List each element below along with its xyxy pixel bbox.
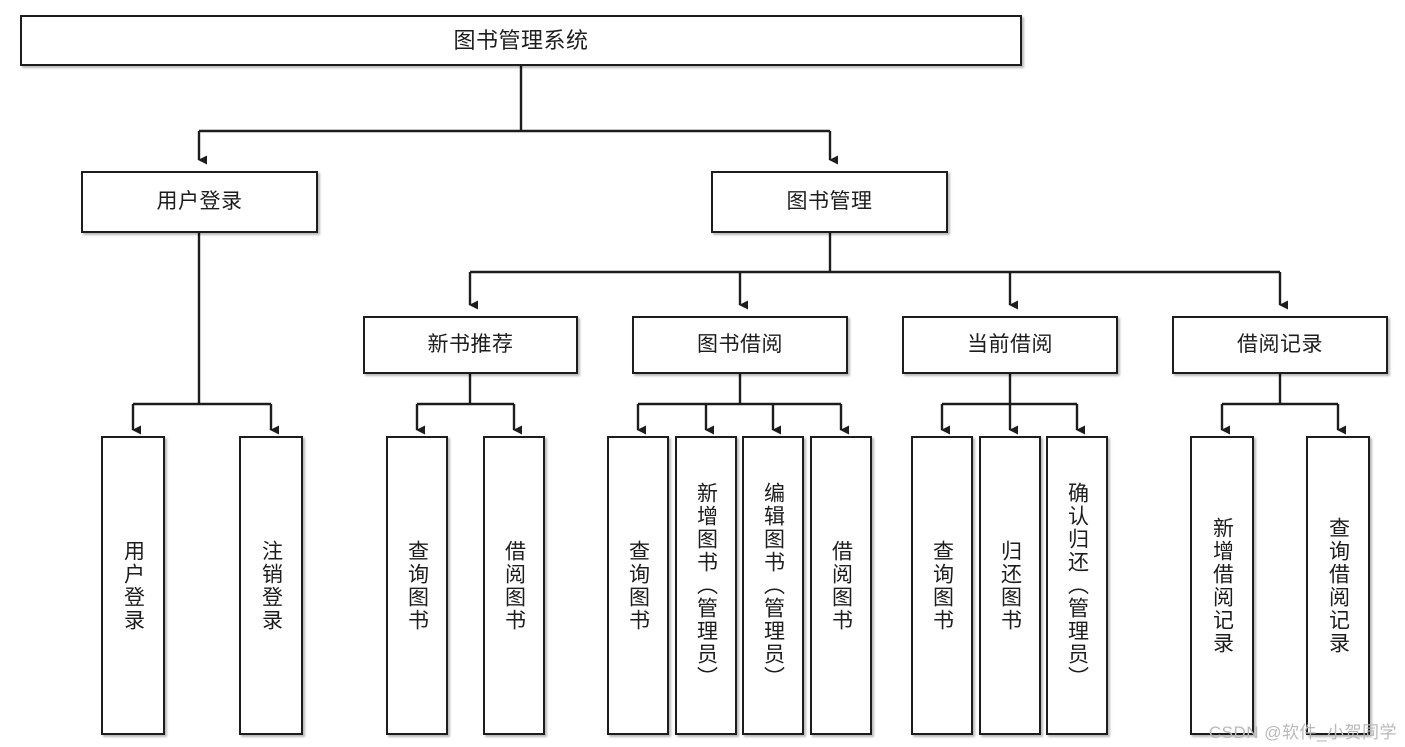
node-leaf-borrow-book-2[interactable]: 借阅图书 [810, 436, 872, 735]
node-label: 图书借阅 [697, 332, 783, 356]
node-leaf-borrow-book-1[interactable]: 借阅图书 [483, 436, 545, 735]
watermark: CSDN @软件_小贺同学 [1208, 723, 1397, 742]
node-label: 新增图书（管理员） [694, 482, 718, 689]
node-label: 用户登录 [156, 189, 243, 213]
node-leaf-add-record[interactable]: 新增借阅记录 [1190, 436, 1254, 735]
node-book-management-system[interactable]: 图书管理系统 [20, 15, 1022, 66]
node-leaf-user-login[interactable]: 用户登录 [101, 436, 165, 735]
node-leaf-edit-book[interactable]: 编辑图书（管理员） [742, 436, 804, 735]
node-leaf-query-record[interactable]: 查询借阅记录 [1306, 436, 1370, 735]
node-label: 借阅记录 [1237, 332, 1323, 356]
node-label: 注销登录 [259, 539, 283, 632]
node-book-borrow[interactable]: 图书借阅 [632, 316, 848, 374]
node-label: 新增借阅记录 [1210, 516, 1234, 655]
node-label: 借阅图书 [502, 539, 526, 632]
node-label: 借阅图书 [829, 539, 853, 632]
node-label: 归还图书 [998, 539, 1022, 632]
node-book-management[interactable]: 图书管理 [711, 171, 948, 233]
node-leaf-query-book-1[interactable]: 查询图书 [386, 436, 448, 735]
node-leaf-query-book-3[interactable]: 查询图书 [911, 436, 973, 735]
node-label: 编辑图书（管理员） [761, 482, 785, 689]
node-current-borrow[interactable]: 当前借阅 [902, 316, 1118, 374]
node-leaf-query-book-2[interactable]: 查询图书 [607, 436, 669, 735]
node-label: 当前借阅 [967, 332, 1053, 356]
node-label: 新书推荐 [427, 332, 514, 356]
node-leaf-logout-login[interactable]: 注销登录 [239, 436, 303, 735]
node-label: 查询图书 [930, 539, 954, 632]
node-label: 图书管理系统 [453, 27, 589, 53]
node-new-book-recommend[interactable]: 新书推荐 [363, 316, 578, 374]
node-leaf-return-book[interactable]: 归还图书 [979, 436, 1041, 735]
node-label: 确认归还（管理员） [1065, 482, 1089, 689]
node-borrow-record[interactable]: 借阅记录 [1172, 316, 1388, 374]
node-label: 查询图书 [405, 539, 429, 632]
node-user-login[interactable]: 用户登录 [81, 171, 318, 233]
node-label: 查询借阅记录 [1326, 516, 1350, 655]
node-label: 图书管理 [786, 189, 873, 213]
node-leaf-add-book[interactable]: 新增图书（管理员） [675, 436, 737, 735]
node-label: 查询图书 [626, 539, 650, 632]
node-leaf-confirm-return[interactable]: 确认归还（管理员） [1046, 436, 1108, 735]
node-label: 用户登录 [121, 539, 145, 632]
